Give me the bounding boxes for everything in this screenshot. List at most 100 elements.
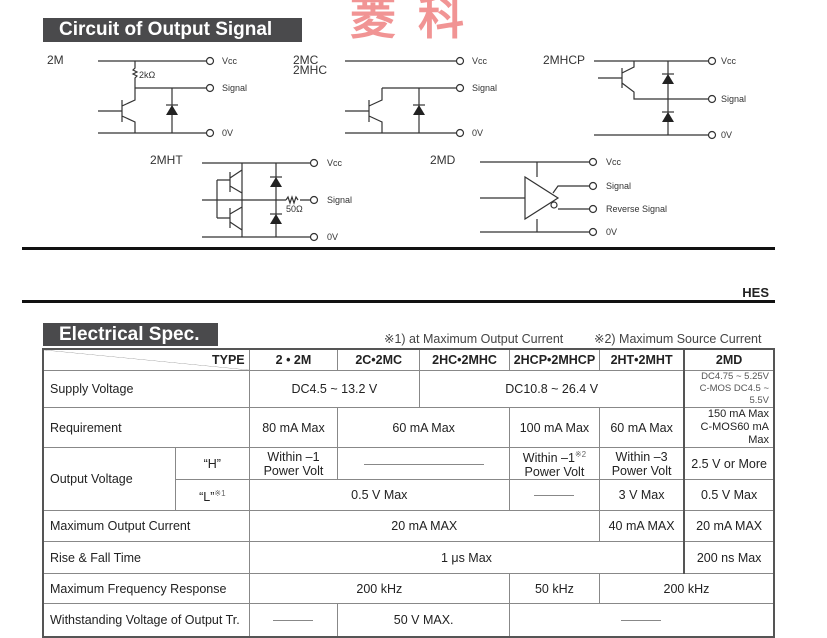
spec-section-title: Electrical Spec. — [43, 323, 218, 346]
cell: 50 kHz — [508, 573, 600, 605]
zero-volt-label: 0V — [222, 128, 233, 138]
table-row: “L”※1 0.5 V Max 3 V Max 0.5 V Max — [43, 479, 775, 512]
table-row: Maximum Output Current 20 mA MAX 40 mA M… — [42, 510, 775, 543]
type-col: 2HT•2MHT — [598, 348, 685, 371]
reverse-signal-label: Reverse Signal — [606, 204, 667, 214]
cell-line: C-MOS DC4.5 ~ 5.5V — [699, 383, 769, 406]
table-row: Rise & Fall Time 1 μs Max 200 ns Max — [42, 541, 775, 575]
resistor-label: 50Ω — [286, 204, 303, 214]
electrical-spec-table: TYPE 2 • 2M 2C•2MC 2HC•2MHC 2HCP•2MHCP 2… — [42, 348, 775, 638]
row-label: Maximum Output Current — [42, 510, 250, 543]
vcc-label: Vcc — [606, 157, 622, 167]
model-label-2md: 2MD — [430, 153, 456, 167]
row-label: Rise & Fall Time — [42, 541, 250, 575]
footnote-1: ※1) at Maximum Output Current — [384, 332, 564, 346]
type-col: 2MD — [683, 348, 775, 371]
cell-line: Power Volt — [263, 463, 324, 478]
vcc-label: Vcc — [472, 56, 488, 66]
divider — [22, 247, 775, 250]
type-col: 2HCP•2MHCP — [508, 348, 600, 371]
cell: DC10.8 ~ 26.4 V — [419, 370, 685, 408]
cell: 200 kHz — [598, 573, 775, 605]
cell: 3 V Max — [598, 479, 685, 512]
cell: 0.5 V Max — [248, 479, 510, 512]
table-row: Requirement 80 mA Max 60 mA Max 100 mA M… — [42, 407, 775, 448]
cell: 60 mA Max — [598, 407, 685, 448]
cell-line: Power Volt — [524, 465, 585, 480]
cell: 2.5 V or More — [683, 446, 775, 481]
cell: 200 kHz — [248, 573, 510, 605]
cell: 40 mA MAX — [598, 510, 685, 543]
model-label-2mht: 2MHT — [150, 153, 183, 167]
signal-label: Signal — [222, 83, 247, 93]
zero-volt-label: 0V — [327, 232, 338, 242]
footnote-mark: ※1 — [214, 488, 226, 498]
table-header-row: TYPE 2 • 2M 2C•2MC 2HC•2MHC 2HCP•2MHCP 2… — [42, 348, 775, 371]
cell-empty — [337, 446, 510, 481]
vcc-label: Vcc — [327, 158, 343, 168]
footnote-mark: ※2 — [574, 450, 587, 459]
vcc-label: Vcc — [222, 56, 238, 66]
cell: 20 mA MAX — [683, 510, 775, 543]
table-row: Supply Voltage DC4.5 ~ 13.2 V DC10.8 ~ 2… — [42, 370, 775, 408]
sub-label-l: “L”※1 — [174, 479, 250, 512]
cell-line: C-MOS60 mA Max — [700, 421, 769, 446]
divider — [22, 300, 775, 303]
cell-line: Within –1 — [522, 451, 575, 466]
row-label: Supply Voltage — [42, 370, 250, 408]
zero-volt-label: 0V — [721, 130, 732, 140]
signal-label: Signal — [472, 83, 497, 93]
circuit-2m: 2M 2kΩ Vcc Signal 0V — [47, 53, 247, 138]
circuit-diagrams: 2M 2kΩ Vcc Signal 0V 2MC 2MHC Vcc Signal… — [47, 53, 746, 242]
row-label: Withstanding Voltage of Output Tr. — [42, 603, 250, 638]
type-header: TYPE — [42, 348, 250, 371]
circuit-2md: 2MD Vcc Signal Reverse Signal 0V — [430, 153, 667, 237]
vcc-label: Vcc — [721, 56, 737, 66]
model-label-2m: 2M — [47, 53, 64, 67]
type-col: 2C•2MC — [337, 348, 421, 371]
cell-line: Within –1 — [267, 449, 320, 464]
signal-label: Signal — [327, 195, 352, 205]
type-col: 2HC•2MHC — [419, 348, 510, 371]
zero-volt-label: 0V — [472, 128, 483, 138]
cell-empty — [508, 479, 600, 512]
cell: 100 mA Max — [508, 407, 600, 448]
cell: 50 V MAX. — [337, 603, 510, 638]
model-label-2mhc: 2MHC — [293, 63, 327, 77]
cell: DC4.5 ~ 13.2 V — [248, 370, 421, 408]
signal-label: Signal — [721, 94, 746, 104]
cell-line: 150 mA Max — [707, 408, 769, 420]
sub-label-h: “H” — [174, 446, 250, 481]
cell: 60 mA Max — [337, 407, 510, 448]
cell: 20 mA MAX — [248, 510, 600, 543]
circuit-2mhcp: 2MHCP Vcc Signal 0V — [543, 53, 746, 140]
zero-volt-label: 0V — [606, 227, 617, 237]
cell: 1 μs Max — [248, 541, 685, 575]
footnote-2: ※2) Maximum Source Current — [594, 332, 762, 346]
cell-line: Power Volt — [611, 463, 672, 478]
table-row: Withstanding Voltage of Output Tr. 50 V … — [42, 603, 775, 638]
cell: 80 mA Max — [248, 407, 339, 448]
row-label: Requirement — [42, 407, 250, 448]
row-label: Maximum Frequency Response — [42, 573, 250, 605]
sub-label-text: “L” — [199, 489, 215, 504]
table-row: Maximum Frequency Response 200 kHz 50 kH… — [42, 573, 775, 605]
resistor-label: 2kΩ — [139, 70, 156, 80]
signal-label: Signal — [606, 181, 631, 191]
circuit-2mht: 2MHT 50Ω Vcc Signal 0V — [150, 153, 352, 242]
cell: 0.5 V Max — [683, 479, 775, 512]
cell-line: Within –3 — [615, 449, 668, 464]
cell: 200 ns Max — [683, 541, 775, 575]
cell-empty — [508, 603, 775, 638]
circuit-section-title: Circuit of Output Signal — [43, 18, 302, 42]
cell-line: DC4.75 ~ 5.25V — [701, 371, 769, 382]
hes-label: HES — [742, 285, 769, 300]
type-col: 2 • 2M — [248, 348, 339, 371]
row-label: Output Voltage — [42, 446, 176, 512]
